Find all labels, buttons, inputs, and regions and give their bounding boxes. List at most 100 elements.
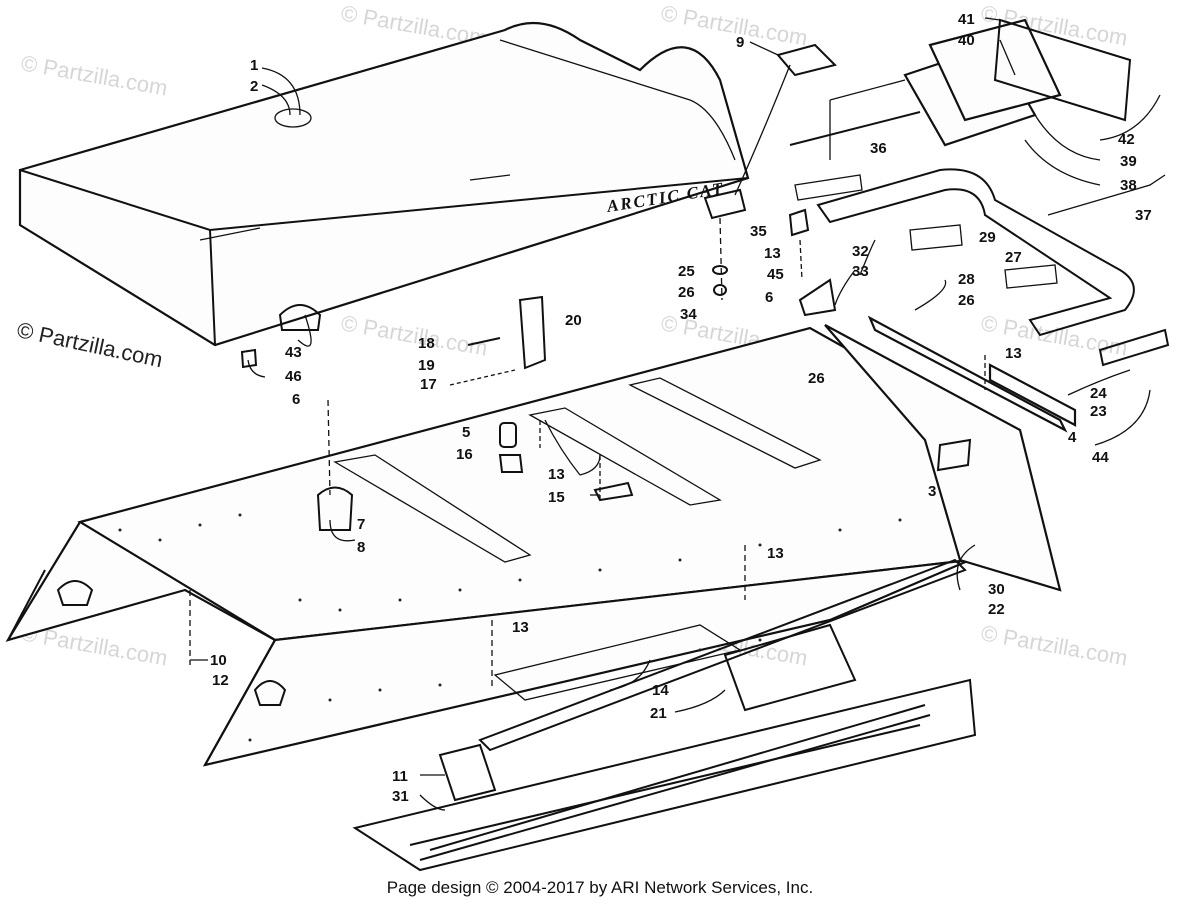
- part-label: 32: [852, 243, 869, 260]
- bracket-3: [936, 438, 972, 472]
- watermark: © Partzilla.com: [979, 620, 1129, 670]
- bracket-33: [798, 278, 837, 317]
- watermark: © Partzilla.com: [339, 310, 489, 360]
- deck-rail: [628, 377, 822, 469]
- part-label: 16: [456, 446, 473, 463]
- part-label: 28: [958, 271, 975, 288]
- seat-hinge: [278, 304, 322, 331]
- part-label: 13: [512, 619, 529, 636]
- watermark: © Partzilla.com: [659, 0, 809, 50]
- part-label: 13: [548, 466, 565, 483]
- watermark: © Partzilla.com: [979, 310, 1129, 360]
- part-label: 26: [808, 370, 825, 387]
- part-label: 13: [767, 545, 784, 562]
- part-label: 34: [680, 306, 697, 323]
- part-label: 44: [1092, 449, 1109, 466]
- small-parts: [189, 43, 986, 690]
- rear-bumper: [816, 168, 1135, 337]
- part-label: 46: [285, 368, 302, 385]
- rear-assembly: [794, 168, 1170, 592]
- clip-16: [498, 454, 524, 473]
- part-label: 13: [1005, 345, 1022, 362]
- decal-27: [1004, 264, 1058, 289]
- side-decal-31: [352, 678, 977, 872]
- part-label: 4: [1068, 429, 1077, 446]
- nut-26: [713, 284, 727, 296]
- leader-lines: [190, 17, 1166, 811]
- bracket-20: [518, 295, 547, 370]
- bracket-35: [788, 208, 810, 237]
- tunnel-cutout: [253, 680, 287, 706]
- part-label: 33: [852, 263, 869, 280]
- strut: [478, 558, 967, 752]
- deck-rail: [333, 454, 532, 563]
- screw-6: [327, 399, 331, 496]
- part-label: 6: [292, 391, 300, 408]
- taillight-assembly: [789, 18, 1132, 147]
- rivet-dots: [118, 513, 902, 742]
- tunnel-cutout: [56, 580, 94, 606]
- part-labels: 1 2 3 4 5 6 6 7 8 9 10 11 12 13 13 13 13…: [210, 11, 1152, 805]
- watermark: © Partzilla.com: [19, 50, 169, 100]
- hinge-7: [316, 486, 354, 531]
- part-label: 45: [767, 266, 784, 283]
- part-label: 12: [212, 672, 229, 689]
- part-label: 10: [210, 652, 227, 669]
- pin-19: [467, 337, 501, 346]
- part-label: 26: [958, 292, 975, 309]
- part-label: 14: [652, 682, 669, 699]
- part-label: 8: [357, 539, 365, 556]
- part-label: 19: [418, 357, 435, 374]
- taillight-lens: [993, 18, 1132, 122]
- part-label: 30: [988, 581, 1005, 598]
- part-label: 25: [678, 263, 695, 280]
- part-label: 2: [250, 78, 258, 95]
- part-label: 23: [1090, 403, 1107, 420]
- part-label: 39: [1120, 153, 1137, 170]
- washer-25: [712, 265, 728, 275]
- latch-9: [776, 43, 837, 77]
- reflector-23: [1098, 328, 1170, 367]
- rear-flap-support: [824, 324, 1062, 592]
- part-label: 22: [988, 601, 1005, 618]
- part-label: 9: [736, 34, 744, 51]
- trim-strip-4: [988, 363, 1077, 427]
- part-label: 29: [979, 229, 996, 246]
- part-label: 38: [1120, 177, 1137, 194]
- decal-36: [794, 174, 863, 201]
- part-label: 5: [462, 424, 470, 441]
- decal-29: [909, 224, 963, 251]
- taillight-wire: [789, 111, 921, 146]
- part-label: 36: [870, 140, 887, 157]
- seat-plate: [703, 188, 747, 220]
- part-label: 26: [678, 284, 695, 301]
- part-label: 18: [418, 335, 435, 352]
- bushing-5: [499, 422, 517, 448]
- part-label: 40: [958, 32, 975, 49]
- part-label: 6: [765, 289, 773, 306]
- part-label: 11: [392, 768, 408, 785]
- part-label: 20: [565, 312, 582, 329]
- part-label: 17: [420, 376, 437, 393]
- part-label: 43: [285, 344, 302, 361]
- deck-rail: [528, 407, 722, 506]
- clip-46: [240, 348, 258, 369]
- copyright-footer: Page design © 2004-2017 by ARI Network S…: [386, 878, 814, 897]
- part-label: 1: [250, 57, 258, 74]
- part-label: 35: [750, 223, 767, 240]
- part-label: 7: [357, 516, 365, 533]
- screw-13: [799, 239, 803, 281]
- part-label: 21: [650, 705, 667, 722]
- bolt-17: [449, 369, 516, 386]
- part-label: 13: [764, 245, 781, 262]
- seat-emblem: [274, 108, 312, 128]
- plate-15: [593, 481, 634, 502]
- part-label: 37: [1135, 207, 1152, 224]
- part-label: 42: [1118, 131, 1135, 148]
- bracket-11: [438, 743, 497, 802]
- part-label: 27: [1005, 249, 1022, 266]
- tunnel-assembly: [5, 326, 1002, 802]
- trim-strip: [867, 315, 1068, 433]
- part-label: 15: [548, 489, 565, 506]
